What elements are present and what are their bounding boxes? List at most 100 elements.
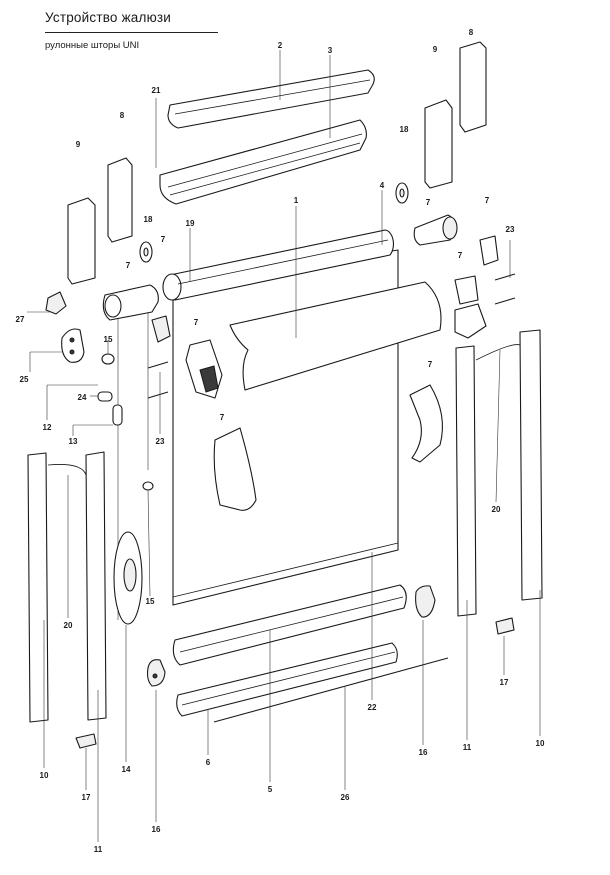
callout-16-left: 16 (152, 825, 161, 834)
fabric-roll (229, 281, 442, 391)
callout-23-left: 23 (156, 437, 165, 446)
callout-17-right: 17 (500, 678, 509, 687)
callout-27: 27 (16, 315, 25, 324)
callout-2: 2 (278, 41, 283, 50)
callout-6: 6 (206, 758, 211, 767)
idler-bracket-top (479, 235, 499, 266)
callout-7-housing: 7 (194, 318, 199, 327)
callout-labels: 1 2 3 4 5 6 7 7 7 7 7 7 7 7 8 8 9 9 10 1… (16, 28, 545, 854)
side-cover-right (455, 345, 477, 617)
side-cover-left (85, 451, 107, 721)
callout-14: 14 (122, 765, 131, 774)
callout-7-clip-left: 7 (220, 413, 225, 422)
fabric-hem-line (172, 542, 399, 598)
callout-13: 13 (69, 437, 78, 446)
bottom-rail-edge (179, 596, 404, 653)
callout-11-left: 11 (94, 845, 103, 854)
fabric-clip-left (213, 427, 257, 511)
callout-11-right: 11 (463, 743, 472, 752)
bracket-right-upper (459, 41, 487, 133)
callout-1: 1 (294, 196, 299, 205)
drive-bracket-left (151, 315, 171, 343)
bracket-left-upper (107, 157, 133, 243)
screw-right-top (494, 273, 516, 281)
callout-7-clip-right: 7 (428, 360, 433, 369)
end-cap-left-hole (152, 673, 158, 679)
mechanism-ring (45, 291, 67, 315)
callout-23-right: 23 (506, 225, 515, 234)
end-cap-left (146, 659, 166, 687)
callout-16-right: 16 (419, 748, 428, 757)
callout-15-bottom: 15 (146, 597, 155, 606)
callout-7-idler: 7 (426, 198, 431, 207)
chain-connector (112, 404, 123, 426)
cassette-base-profile (159, 119, 367, 205)
callout-26: 26 (341, 793, 350, 802)
chain-stop-bottom (142, 481, 154, 491)
idler-housing-right (454, 303, 487, 339)
side-guide-right (519, 329, 543, 601)
guide-clip-left (75, 733, 97, 749)
cassette-base-groove (167, 133, 363, 188)
callout-7-sleeve: 7 (126, 261, 131, 270)
idler-bracket-mid (454, 275, 479, 305)
chain-guide-hub (123, 558, 137, 592)
cover-hole-top (69, 337, 75, 343)
bracket-right-lower (424, 99, 453, 189)
leader-lines (27, 50, 541, 842)
page-title: Устройство жалюзи (45, 10, 172, 25)
callout-25: 25 (20, 375, 29, 384)
seal-tape-left (47, 464, 87, 476)
screw-left-top (147, 361, 169, 369)
callout-21: 21 (152, 86, 161, 95)
callout-7-bracket: 7 (161, 235, 166, 244)
callout-10-right: 10 (536, 739, 545, 748)
cassette-base-edge (169, 142, 361, 196)
cassette-cover-edge (174, 79, 371, 115)
drive-housing-gear (199, 365, 219, 393)
guide-clip-right (495, 617, 515, 635)
callout-7-right-mech: 7 (458, 251, 463, 260)
callout-8-right: 8 (469, 28, 474, 37)
callout-24: 24 (78, 393, 87, 402)
page-subtitle: рулонные шторы UNI (45, 40, 140, 51)
washer-right-hole (399, 188, 405, 198)
callout-9-right: 9 (433, 45, 438, 54)
callout-4: 4 (380, 181, 385, 190)
callout-3: 3 (328, 46, 333, 55)
weight-rod (213, 657, 449, 723)
callout-18-left: 18 (144, 215, 153, 224)
bottom-rail-groove (181, 651, 396, 706)
cover-hole-bottom (69, 349, 75, 355)
chain-weight (97, 391, 113, 402)
bottom-rail (176, 642, 398, 717)
callout-22: 22 (368, 703, 377, 712)
chain-stop-top (101, 353, 115, 365)
adhesive-tape (177, 239, 389, 285)
screw-left-bottom (147, 391, 169, 399)
idler-cap-end (442, 216, 458, 240)
washer-left-hole (143, 247, 149, 257)
callout-12: 12 (43, 423, 52, 432)
fabric-clip-right (409, 384, 443, 463)
callout-19: 19 (186, 219, 195, 228)
callout-10-left: 10 (40, 771, 49, 780)
callout-7-idler-bracket: 7 (485, 196, 490, 205)
callout-8-left: 8 (120, 111, 125, 120)
end-cap-right (415, 585, 436, 618)
screw-right-bottom (494, 297, 516, 305)
callout-18-right: 18 (400, 125, 409, 134)
callout-5: 5 (268, 785, 273, 794)
seal-tape-right (475, 344, 521, 361)
chain-mechanism-cover (61, 328, 85, 363)
callout-20-right: 20 (492, 505, 501, 514)
bracket-left-lower (67, 197, 96, 285)
callout-9-left: 9 (76, 140, 81, 149)
callout-20-left: 20 (64, 621, 73, 630)
side-guide-left (27, 452, 49, 723)
drive-sleeve-end (104, 294, 122, 318)
callout-17-left: 17 (82, 793, 91, 802)
title-underline (45, 32, 218, 33)
cassette-cover-profile (167, 69, 375, 129)
